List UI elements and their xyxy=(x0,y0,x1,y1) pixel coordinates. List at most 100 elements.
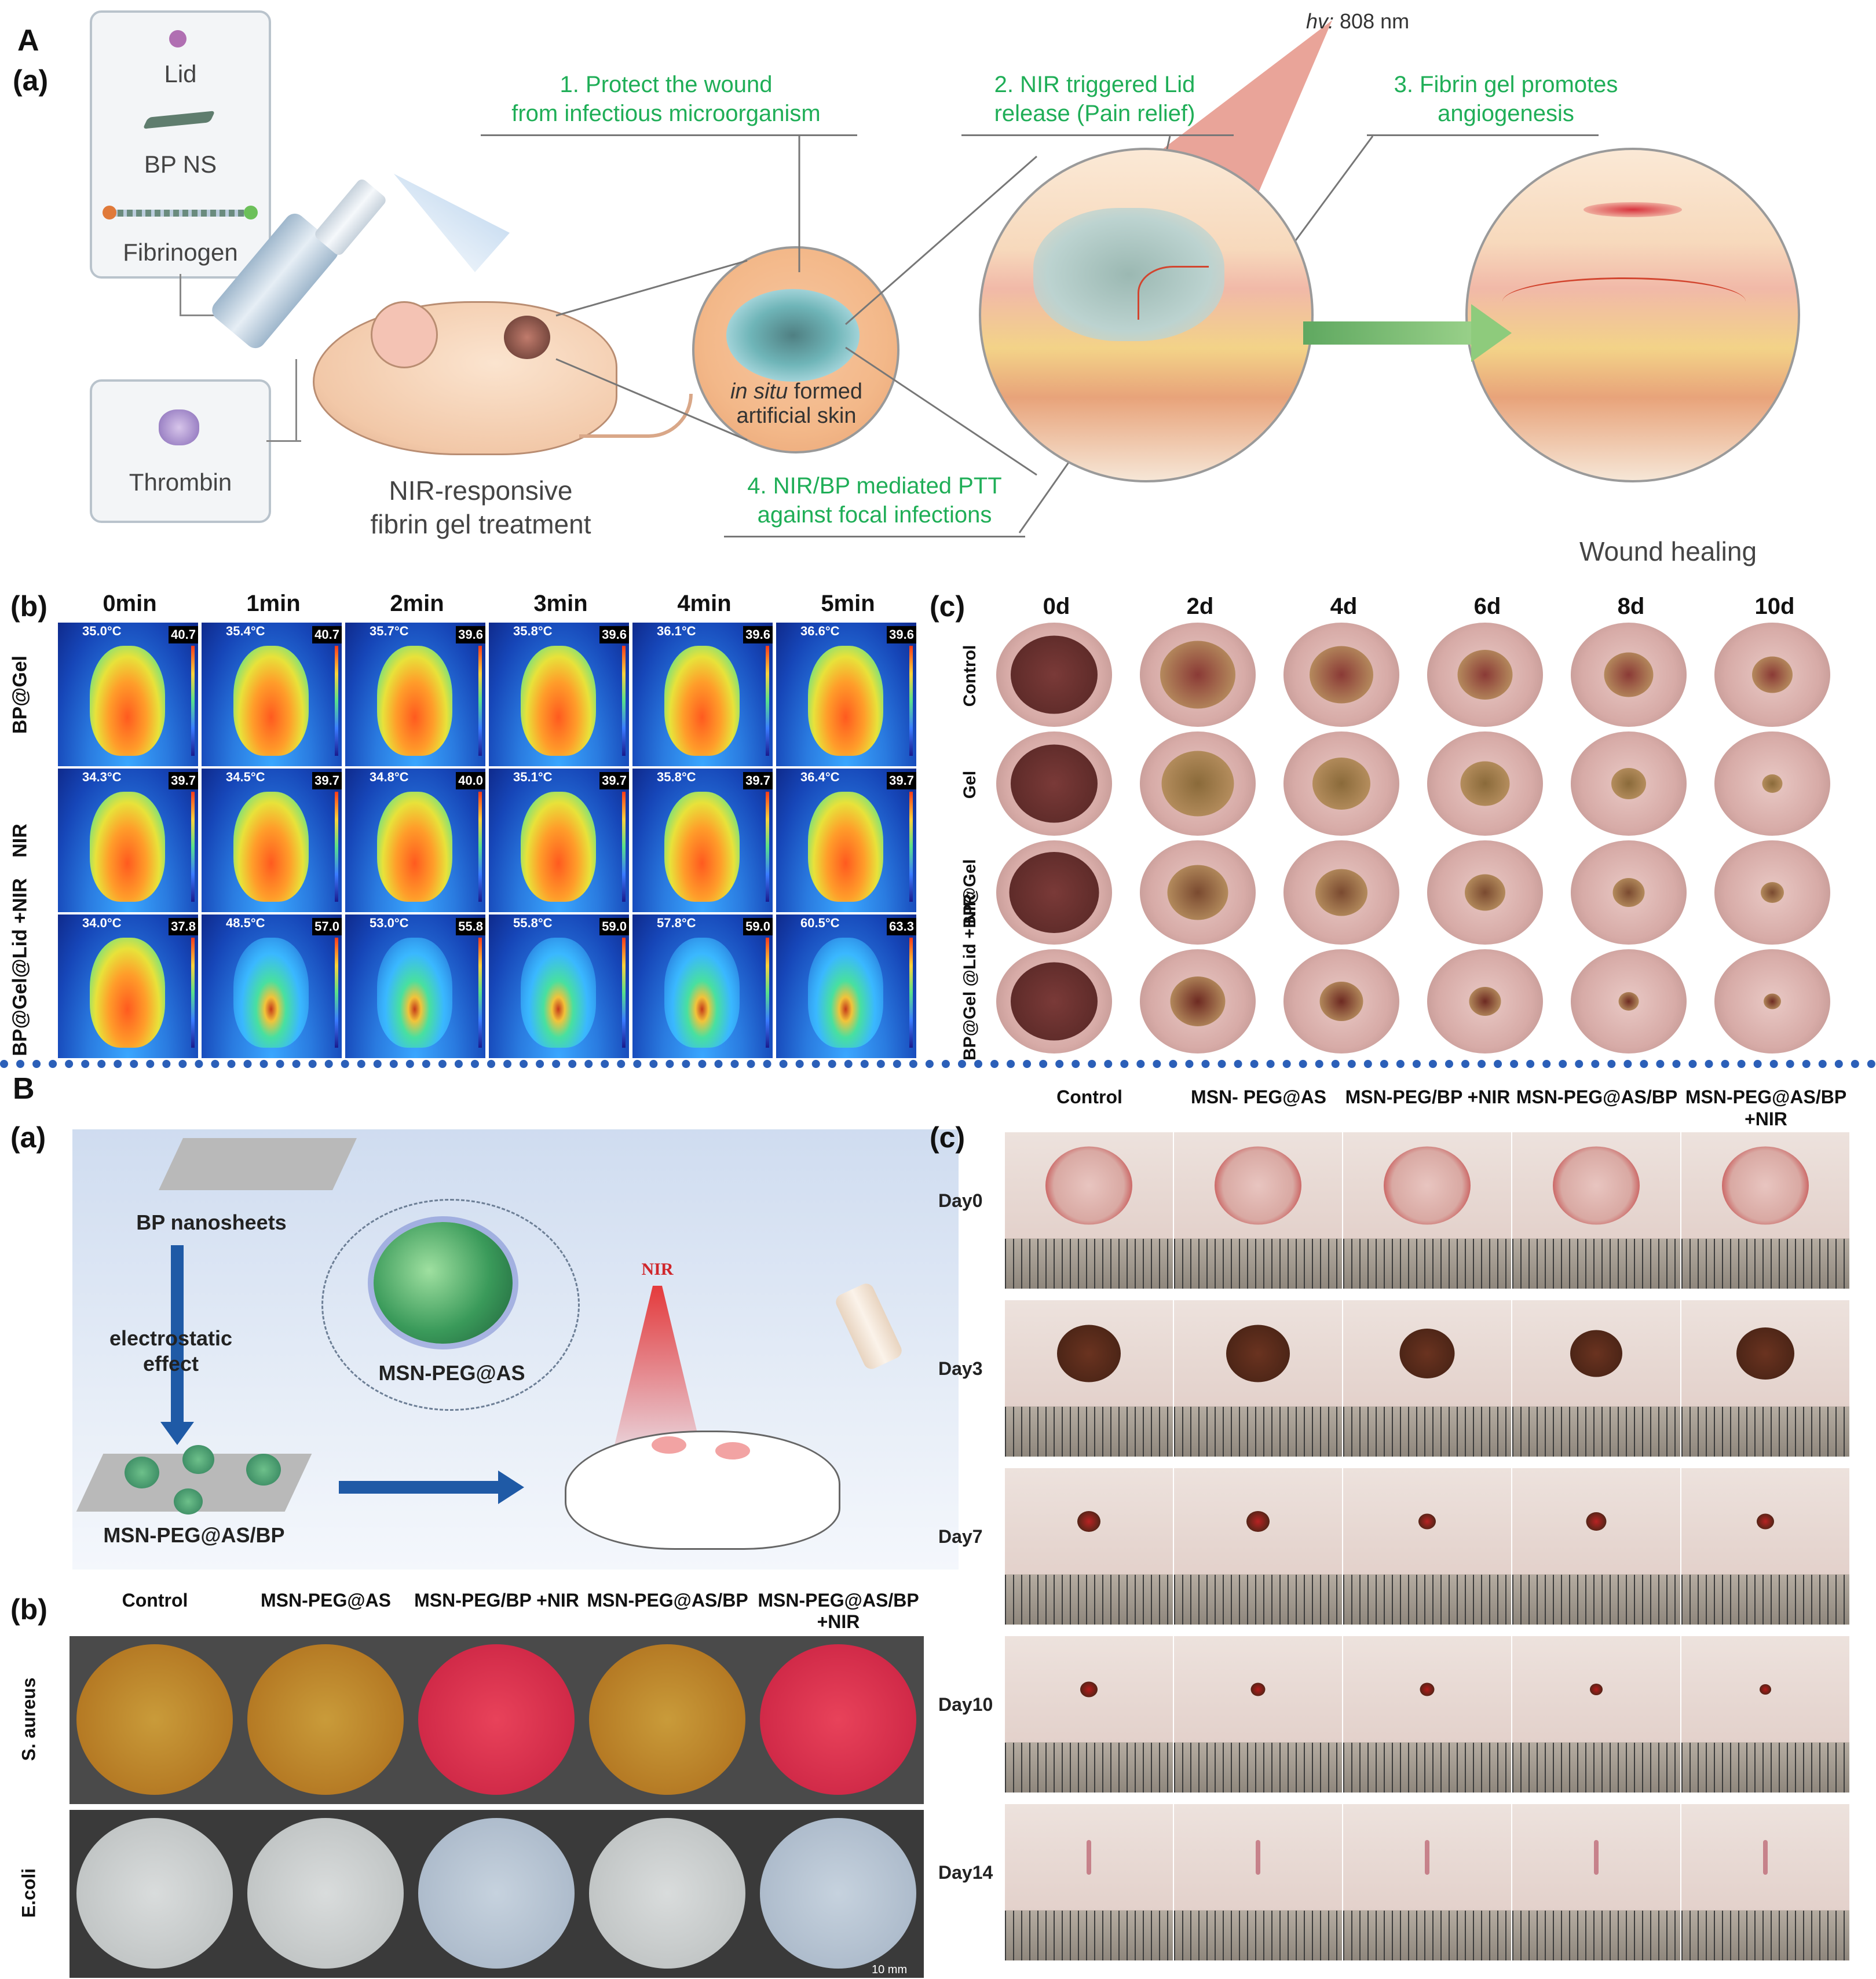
wound-area xyxy=(1312,758,1370,810)
step4-underline xyxy=(724,536,1025,537)
hv-symbol: hv: xyxy=(1306,9,1334,33)
healing-photo xyxy=(1512,1468,1680,1625)
thermal-temp-reading: 55.8°C xyxy=(513,916,553,930)
ruler-icon xyxy=(1174,1574,1342,1625)
thermal-color-scale xyxy=(909,646,913,756)
thermal-color-scale xyxy=(478,938,482,1048)
petri-dish xyxy=(418,1644,575,1795)
thermal-max-value: 39.7 xyxy=(599,772,629,789)
wound-area xyxy=(1009,852,1099,933)
skin-caption-italic: in situ xyxy=(730,379,788,404)
ruler-icon xyxy=(1512,1742,1680,1793)
healing-photo xyxy=(1681,1468,1849,1625)
thermal-mouse-shape xyxy=(664,938,740,1048)
thermal-max-value: 55.8 xyxy=(456,918,485,935)
wound-area xyxy=(1250,1682,1266,1696)
thermal-mouse-shape xyxy=(377,938,452,1048)
thermal-max-value: 59.0 xyxy=(743,918,773,935)
ruler-icon xyxy=(1343,1910,1511,1960)
panel-b-sub-a: (a) xyxy=(10,1121,46,1154)
wound-area xyxy=(1460,761,1510,806)
thermal-color-scale xyxy=(622,938,626,1048)
wound-photo xyxy=(1140,731,1256,836)
thermal-temp-reading: 35.1°C xyxy=(513,770,553,784)
wound-area xyxy=(1315,869,1367,916)
msn-small-icon xyxy=(246,1454,281,1486)
thermal-row-label: BP@Gel@Lid +NIR xyxy=(9,878,31,1056)
thermal-temp-reading: 48.5°C xyxy=(226,916,265,930)
wound-spot-icon xyxy=(715,1442,750,1459)
blood-vessel-icon xyxy=(1138,266,1209,320)
thermal-col-header: 4min xyxy=(677,591,732,616)
msn-small-icon xyxy=(182,1445,214,1474)
wound-photo xyxy=(1714,623,1830,727)
step3-line2: angiogenesis xyxy=(1438,101,1574,126)
wound-area xyxy=(1736,1327,1794,1380)
step1-line1: 1. Protect the wound xyxy=(559,72,773,97)
wound-col-header: 0d xyxy=(1043,594,1070,619)
thermal-mouse-shape xyxy=(664,792,740,902)
healing-photo xyxy=(1343,1468,1511,1625)
thermal-mouse-shape xyxy=(808,646,883,756)
thermal-image: 48.5°C 57.0 xyxy=(202,914,342,1058)
blood-vessel-icon xyxy=(1502,277,1746,325)
healing-photo xyxy=(1005,1132,1173,1289)
wound-area xyxy=(1384,1146,1471,1225)
healing-photo xyxy=(1681,1300,1849,1457)
thermal-max-value: 57.0 xyxy=(312,918,342,935)
wound-area xyxy=(1160,641,1235,709)
healing-photo xyxy=(1512,1132,1680,1289)
wound-area xyxy=(1161,751,1234,817)
wound-spot-icon xyxy=(652,1436,686,1454)
scheme-background: BP nanosheets electrostatic effect MSN-P… xyxy=(72,1129,959,1570)
wound-photo xyxy=(1427,623,1543,727)
ruler-icon xyxy=(1681,1910,1849,1960)
legend-thrombin: Thrombin xyxy=(129,469,232,496)
mouse-illustration xyxy=(313,301,617,455)
skin-caption-formed: formed xyxy=(788,379,863,404)
thermal-max-value: 39.6 xyxy=(456,626,485,643)
step2-line2: release (Pain relief) xyxy=(994,101,1195,126)
mouse-caption-1: NIR-responsive xyxy=(389,475,573,506)
healing-photo xyxy=(1343,1132,1511,1289)
wound-area xyxy=(1722,1146,1809,1225)
mouse-caption-2: fibrin gel treatment xyxy=(370,509,591,539)
legend-fibrinogen: Fibrinogen xyxy=(123,239,238,266)
healing-col-header: MSN-PEG@AS/BP xyxy=(1516,1087,1678,1107)
healing-photo xyxy=(1512,1804,1680,1960)
panel-a-sub-b: (b) xyxy=(10,590,47,623)
wound-area xyxy=(1057,1325,1121,1382)
thermal-color-scale xyxy=(191,938,195,1048)
thermal-mouse-shape xyxy=(233,938,309,1048)
wound-area xyxy=(1170,976,1226,1026)
wound-area xyxy=(1457,650,1513,700)
wound-area xyxy=(1011,744,1098,823)
legend-box-thrombin: Thrombin xyxy=(90,379,271,523)
wound-photo xyxy=(1571,623,1687,727)
thermal-color-scale xyxy=(766,792,769,902)
thermal-max-value: 40.7 xyxy=(312,626,342,643)
wound-area xyxy=(1469,987,1501,1016)
ruler-icon xyxy=(1681,1574,1849,1625)
wound-area xyxy=(1612,878,1645,907)
electrostatic-label-2: effect xyxy=(142,1352,199,1376)
thermal-max-value: 59.0 xyxy=(599,918,629,935)
msn-peg-as-bp-label: MSN-PEG@AS/BP xyxy=(103,1523,285,1547)
healing-photo xyxy=(1174,1468,1342,1625)
ruler-icon xyxy=(1005,1910,1173,1960)
skin-cross-section-healed xyxy=(1465,148,1800,482)
bp-nanosheet-icon xyxy=(159,1138,357,1190)
thermal-col-header: 0min xyxy=(103,591,157,616)
step3-underline xyxy=(1367,134,1599,136)
fibrinogen-icon xyxy=(108,210,250,217)
ruler-icon xyxy=(1681,1406,1849,1457)
skin-caption-line1: in situ formed xyxy=(712,379,880,404)
step4-line1: 4. NIR/BP mediated PTT xyxy=(747,473,1002,499)
wound-area xyxy=(1757,1513,1774,1530)
thermal-mouse-shape xyxy=(233,646,309,756)
wound-photo xyxy=(996,949,1112,1053)
